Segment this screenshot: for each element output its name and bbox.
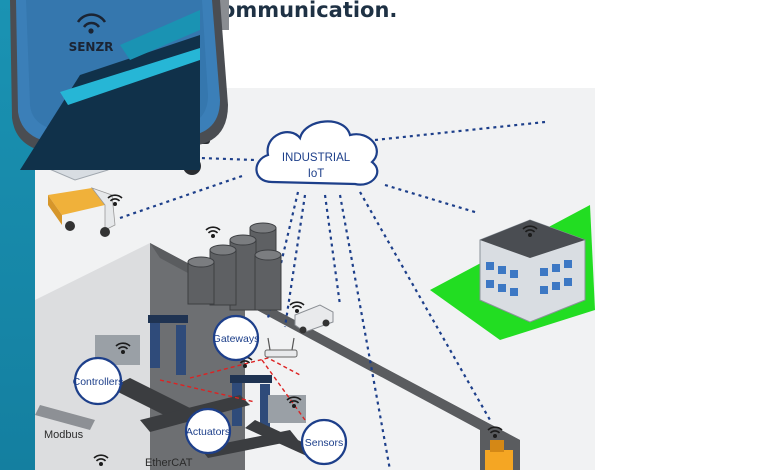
protocol-modbus: Modbus [44, 429, 84, 441]
device-logo: SENZR [69, 13, 114, 54]
wifi-icon [205, 226, 221, 239]
brand-corner [20, 10, 200, 170]
wifi-icon [522, 225, 538, 238]
forklift [485, 440, 513, 470]
wifi-icon [107, 194, 123, 207]
protocol-ethercat: EtherCAT [145, 457, 193, 469]
wifi-icon [93, 454, 109, 467]
node-sensors: Sensors [300, 418, 348, 466]
storage-silos [187, 222, 282, 311]
wifi-icon [289, 301, 305, 314]
wifi-icon [115, 342, 131, 355]
gateway-router [264, 337, 298, 358]
office-building [479, 219, 586, 323]
connection-lines [117, 120, 546, 470]
pickup-truck [294, 304, 334, 334]
wifi-icon [286, 396, 302, 409]
node-actuators-label: Actuators [186, 426, 230, 438]
delivery-truck [48, 187, 116, 237]
node-controllers-label: Controllers [73, 376, 124, 388]
industrial-iot-cloud: INDUSTRIAL IoT [255, 120, 379, 186]
cloud-label-line1: INDUSTRIAL [282, 152, 351, 164]
cloud-label-line2: IoT [308, 168, 325, 180]
node-actuators: Actuators [184, 407, 232, 455]
device-brand: SENZR [69, 40, 114, 54]
node-gateways: Gateways [213, 314, 260, 362]
node-controllers: Controllers [73, 356, 124, 406]
infviot-logo: infviot [625, 428, 752, 472]
wifi-icon [487, 426, 503, 439]
node-gateways-label: Gateways [213, 333, 260, 345]
node-sensors-label: Sensors [305, 437, 344, 449]
field-wiring [159, 357, 306, 421]
